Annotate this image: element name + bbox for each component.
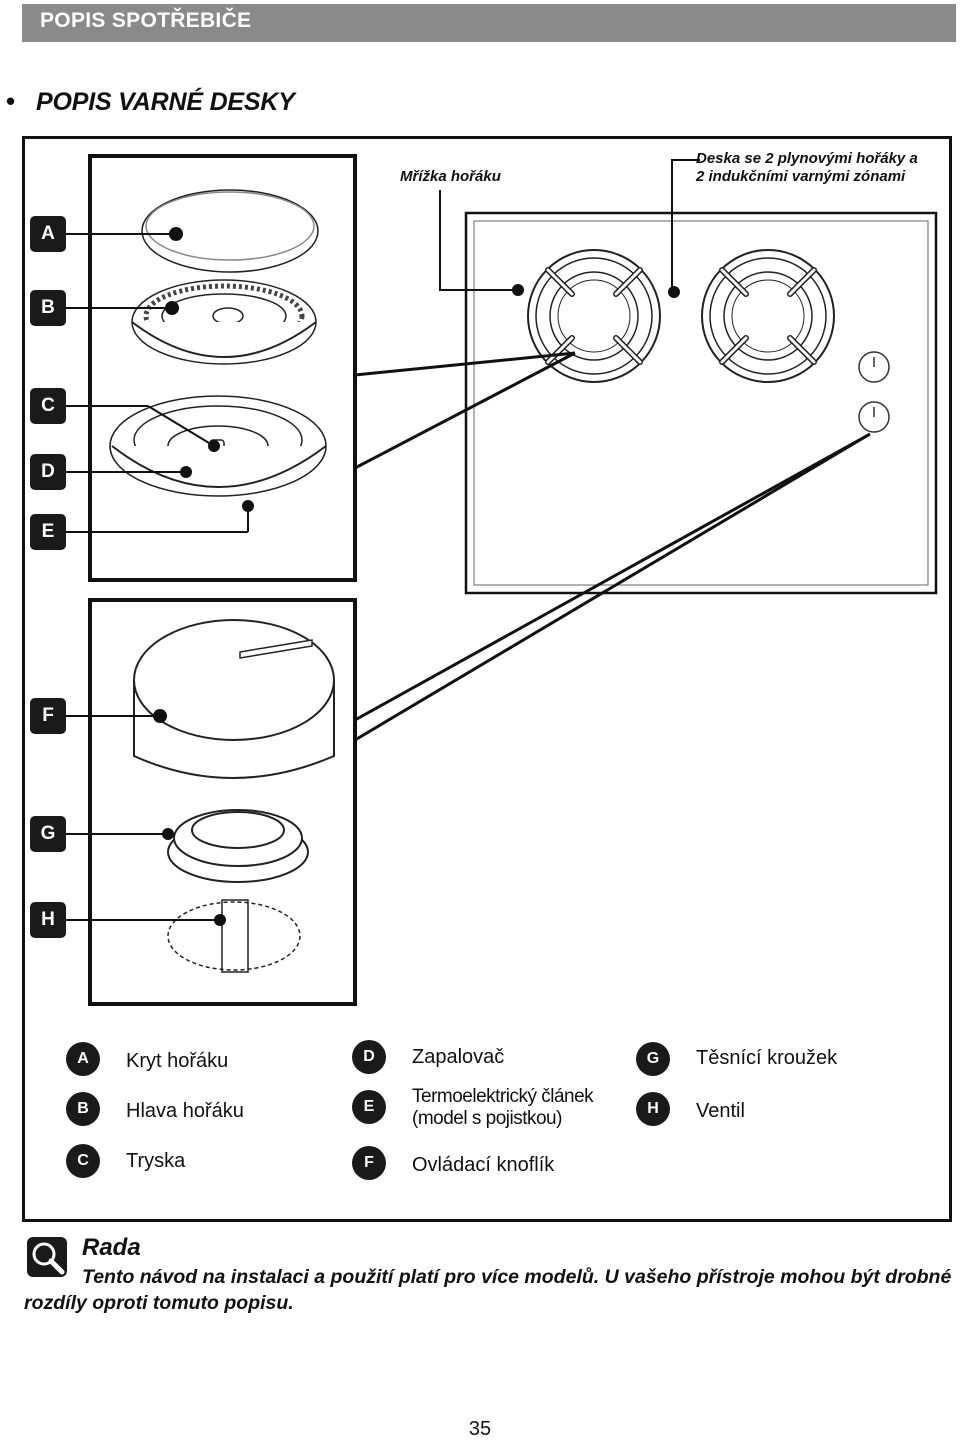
tip-title: Rada bbox=[82, 1234, 141, 1261]
legend-key-h: H bbox=[636, 1092, 670, 1126]
tip-text: Tento návod na instalaci a použití platí… bbox=[24, 1266, 952, 1314]
page-number: 35 bbox=[468, 1418, 492, 1440]
callout-hob: Deska se 2 plynovými hořáky a 2 indukční… bbox=[696, 150, 918, 186]
section-bullet: • bbox=[6, 86, 16, 116]
valve bbox=[167, 899, 301, 973]
header-title: POPIS SPOTŘEBIČE bbox=[40, 9, 252, 32]
hob-plate bbox=[464, 211, 938, 595]
header-bar: POPIS SPOTŘEBIČE bbox=[22, 4, 956, 42]
legend-key-b: B bbox=[66, 1092, 100, 1126]
legend-key-e: E bbox=[352, 1090, 386, 1124]
zoom-wedge-top bbox=[354, 351, 576, 470]
callout-hob-line2: 2 indukčními varnými zónami bbox=[696, 168, 906, 185]
legend-label-b: Hlava hořáku bbox=[126, 1100, 244, 1122]
legend-label-e-line2: (model s pojistkou) bbox=[412, 1108, 562, 1129]
legend-label-e-line1: Termoelektrický článek bbox=[412, 1086, 594, 1107]
legend-label-c: Tryska bbox=[126, 1150, 186, 1172]
section-title: POPIS VARNÉ DESKY bbox=[36, 88, 295, 116]
letter-box-a: A bbox=[30, 216, 66, 252]
grate-leader-dot bbox=[512, 284, 524, 296]
sealing-ring bbox=[167, 809, 309, 883]
callout-leaders bbox=[439, 159, 700, 292]
part-leader-dots bbox=[153, 227, 254, 926]
hob-plate-inner bbox=[473, 220, 929, 586]
letter-box-c: C bbox=[30, 388, 66, 424]
legend-key-d: D bbox=[352, 1040, 386, 1074]
diagram-frame bbox=[22, 136, 952, 1222]
letter-box-e: E bbox=[30, 514, 66, 550]
callout-grate: Mřížka hořáku bbox=[400, 168, 501, 185]
legend-key-c: C bbox=[66, 1144, 100, 1178]
letter-box-g: G bbox=[30, 816, 66, 852]
part-leaders bbox=[66, 233, 249, 921]
legend-label-g: Těsnící kroužek bbox=[696, 1047, 838, 1069]
legend-label-a: Kryt hořáku bbox=[126, 1050, 229, 1072]
zoom-wedge-bottom bbox=[354, 432, 871, 742]
legend-key-f: F bbox=[352, 1146, 386, 1180]
letter-box-d: D bbox=[30, 454, 66, 490]
legend-key-g: G bbox=[636, 1042, 670, 1076]
legend-label-d: Zapalovač bbox=[412, 1046, 505, 1068]
legend-label-f: Ovládací knoflík bbox=[412, 1154, 555, 1176]
hob-leader-dot bbox=[668, 286, 680, 298]
letter-box-h: H bbox=[30, 902, 66, 938]
hob-knobs bbox=[858, 351, 890, 433]
legend-key-a: A bbox=[66, 1042, 100, 1076]
letter-box-b: B bbox=[30, 290, 66, 326]
magnifier-icon bbox=[27, 1237, 67, 1277]
legend-label-h: Ventil bbox=[696, 1100, 745, 1122]
burner-head bbox=[131, 279, 317, 365]
burner-parts-frame bbox=[88, 154, 357, 582]
burner-cover bbox=[141, 189, 319, 273]
control-knob bbox=[133, 619, 335, 779]
callout-hob-line1: Deska se 2 plynovými hořáky a bbox=[696, 150, 918, 167]
hob-burner-right bbox=[701, 249, 835, 383]
knob-parts-frame bbox=[88, 598, 357, 1006]
hob-burner-left bbox=[527, 249, 661, 383]
legend-label-e: Termoelektrický článek (model s pojistko… bbox=[412, 1086, 594, 1130]
letter-box-f: F bbox=[30, 698, 66, 734]
